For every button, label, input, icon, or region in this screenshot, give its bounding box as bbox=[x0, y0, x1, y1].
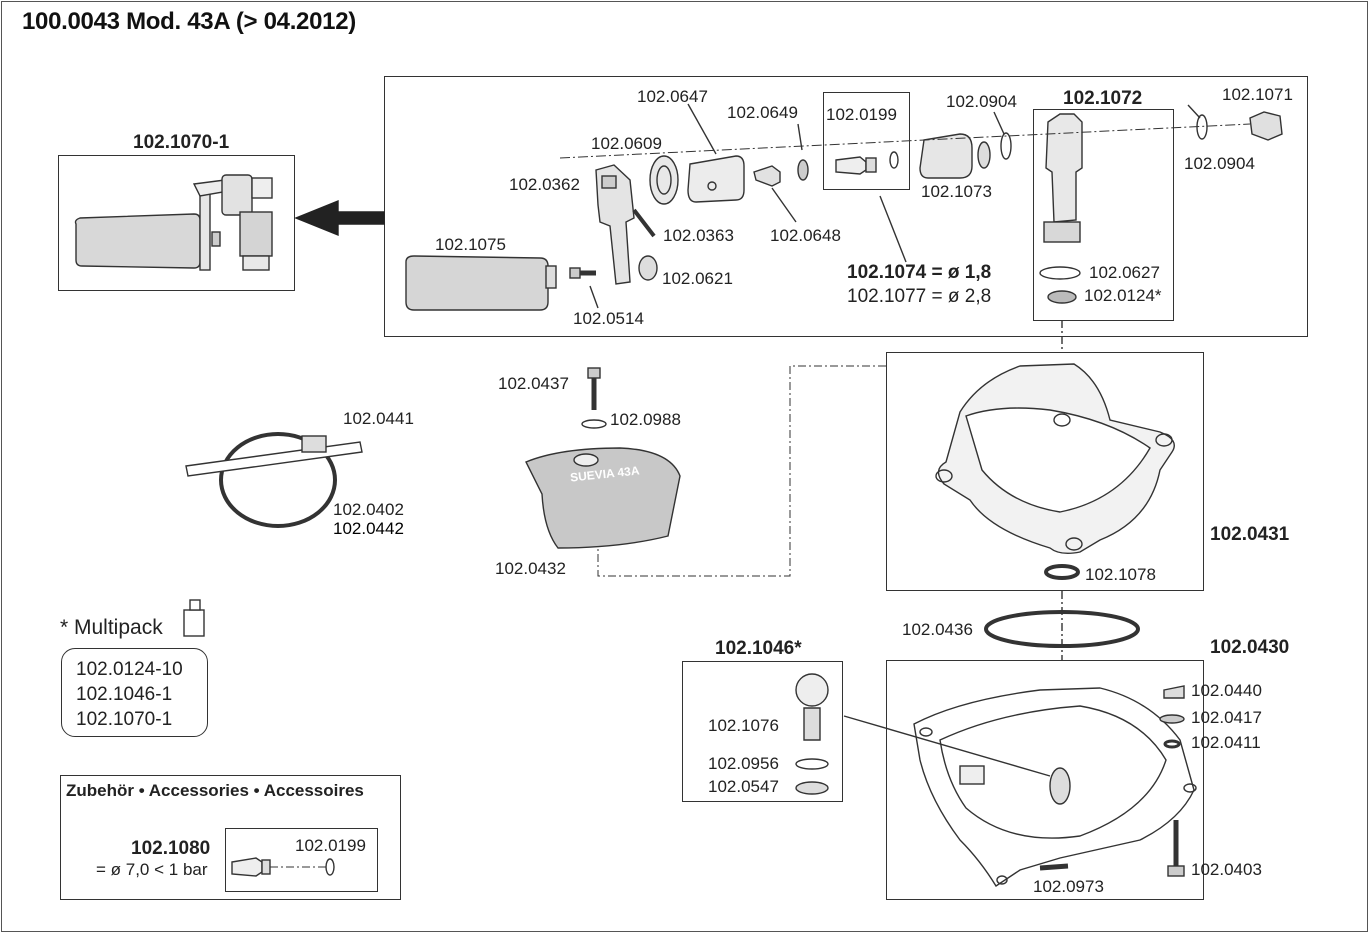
cover-screw-icon bbox=[581, 367, 607, 429]
drain-valve-icon bbox=[795, 673, 829, 795]
accessories-title: Zubehör • Accessories • Accessoires bbox=[66, 781, 364, 800]
bolt-side-icon bbox=[1039, 863, 1069, 871]
multipack-item: 102.1070-1 bbox=[76, 709, 173, 730]
float-body-icon bbox=[405, 255, 557, 311]
nozzle-label-2: 102.1077 = ø 2,8 bbox=[847, 286, 992, 307]
connector-nut-icon bbox=[919, 133, 991, 179]
part-label: 102.0417 bbox=[1191, 708, 1262, 727]
bowl-o-ring-icon bbox=[984, 610, 1140, 648]
part-label: 102.0973 bbox=[1033, 877, 1104, 896]
part-label: 102.0647 bbox=[637, 87, 708, 106]
box-accessory-nozzle bbox=[225, 828, 378, 892]
screw-icon bbox=[569, 267, 596, 279]
part-label: 102.0363 bbox=[663, 226, 734, 245]
group-drain-kit: 102.1046* bbox=[715, 638, 802, 659]
valve-housing-icon bbox=[687, 155, 745, 203]
end-cap-icon bbox=[1249, 111, 1283, 141]
box-bowl-bottom bbox=[886, 660, 1204, 900]
box-accessories bbox=[60, 775, 401, 900]
part-label: 102.0988 bbox=[610, 410, 681, 429]
part-label: 102.0436 bbox=[902, 620, 973, 639]
accessory-part: 102.1080 bbox=[131, 838, 211, 859]
seal-ring-icon bbox=[889, 151, 899, 169]
group-bowl-bottom: 102.0430 bbox=[1210, 637, 1290, 658]
part-label: 102.1071 bbox=[1222, 85, 1293, 104]
part-label: 102.0199 bbox=[826, 105, 897, 124]
multipack-item: 102.0124-10 bbox=[76, 659, 183, 680]
part-label: 102.0956 bbox=[708, 754, 779, 773]
cover-icon bbox=[525, 447, 681, 549]
box-bowl-top bbox=[886, 352, 1204, 591]
part-label: 102.0432 bbox=[495, 559, 566, 578]
part-label: 102.0609 bbox=[591, 134, 662, 153]
part-label: 102.0403 bbox=[1191, 860, 1262, 879]
part-label: 102.0440 bbox=[1191, 681, 1262, 700]
part-label: 102.0441 bbox=[343, 409, 414, 428]
box-valve-tube bbox=[1033, 109, 1174, 321]
page-title: 100.0043 Mod. 43A (> 04.2012) bbox=[22, 8, 356, 35]
box-float-valve-assembly bbox=[58, 155, 295, 291]
part-label: 102.0442 bbox=[333, 519, 404, 538]
nut-small-icon bbox=[638, 255, 658, 281]
part-label: 102.0437 bbox=[498, 374, 569, 393]
part-label: 102.0621 bbox=[662, 269, 733, 288]
nut-icon bbox=[1163, 685, 1185, 699]
part-label: 102.1078 bbox=[1085, 565, 1156, 584]
group-float-valve: 102.1070-1 bbox=[133, 132, 230, 153]
accessory-spec: = ø 7,0 < 1 bar bbox=[96, 860, 208, 879]
bolt-icon bbox=[1167, 820, 1185, 877]
part-label: 102.0124* bbox=[1084, 286, 1162, 305]
o-ring-icon bbox=[1039, 266, 1081, 280]
part-label: 102.1073 bbox=[921, 182, 992, 201]
part-label: 102.0648 bbox=[770, 226, 841, 245]
valve-needle-icon bbox=[753, 165, 781, 187]
bowl-seal-icon bbox=[1044, 564, 1080, 580]
washer-nut-icon bbox=[1159, 714, 1185, 724]
accessory-nozzle-icon bbox=[231, 857, 335, 877]
union-nut-icon bbox=[649, 155, 679, 205]
part-label: 102.0411 bbox=[1191, 733, 1261, 752]
drinking-bowl-top-icon bbox=[935, 363, 1175, 555]
multipack-item: 102.1046-1 bbox=[76, 684, 173, 705]
box-exploded-valve bbox=[384, 76, 1308, 337]
valve-tube-icon bbox=[1043, 113, 1083, 243]
part-label: 102.0362 bbox=[509, 175, 580, 194]
part-label: 102.1075 bbox=[435, 235, 506, 254]
gasket-icon bbox=[1000, 132, 1012, 160]
float-valve-assembled-icon bbox=[74, 174, 273, 271]
accessory-sub-part: 102.0199 bbox=[295, 836, 366, 855]
seal-icon bbox=[1047, 290, 1077, 304]
part-label: 102.0627 bbox=[1089, 263, 1160, 282]
group-valve-tube: 102.1072 bbox=[1063, 88, 1143, 109]
multipack-label: * Multipack bbox=[60, 616, 163, 639]
washer-icon bbox=[797, 159, 809, 181]
box-drain-kit bbox=[682, 661, 843, 802]
part-label: 102.0904 bbox=[1184, 154, 1255, 173]
nozzle-label-1: 102.1074 = ø 1,8 bbox=[847, 262, 992, 283]
part-label: 102.0547 bbox=[708, 777, 779, 796]
part-label: 102.0514 bbox=[573, 309, 644, 328]
multipack-box-icon bbox=[183, 599, 205, 637]
nozzle-icon bbox=[835, 156, 877, 175]
group-bowl-top: 102.0431 bbox=[1210, 524, 1290, 545]
lock-ring-icon bbox=[1163, 739, 1181, 749]
part-label: 102.1076 bbox=[708, 716, 779, 735]
part-label: 102.0649 bbox=[727, 103, 798, 122]
assembly-arrow-icon bbox=[294, 199, 385, 237]
drinking-bowl-bottom-icon bbox=[913, 687, 1197, 887]
part-label: 102.0402 bbox=[333, 500, 404, 519]
valve-lever-icon bbox=[595, 164, 635, 285]
ring-clamp-icon bbox=[185, 432, 363, 528]
part-label: 102.0904 bbox=[946, 92, 1017, 111]
box-multipack bbox=[61, 648, 208, 737]
pin-icon bbox=[632, 208, 656, 238]
